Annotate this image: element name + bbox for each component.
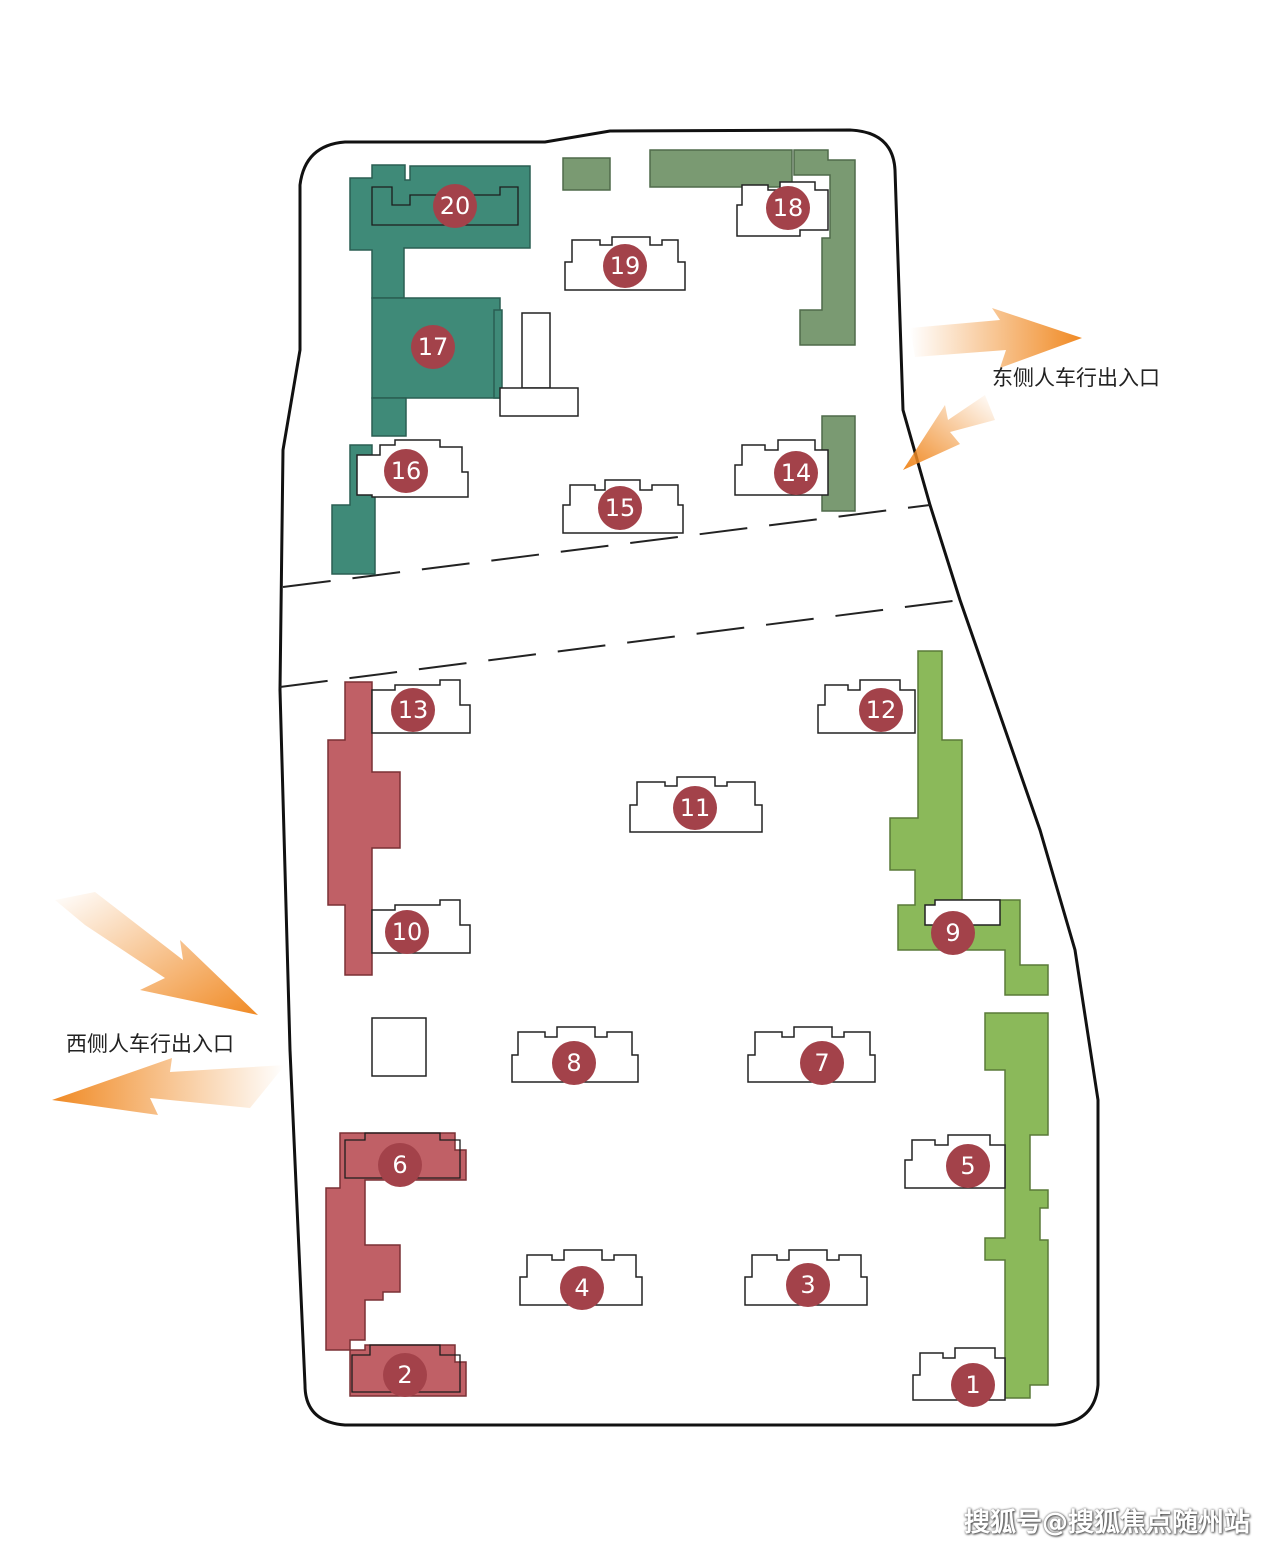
badge-circle (560, 1266, 604, 1310)
badge-circle (385, 910, 429, 954)
west-arrow-in (55, 892, 258, 1015)
badge-circle (859, 688, 903, 732)
west-entrance-arrows (52, 892, 285, 1115)
building-badge-11: 11 (673, 786, 717, 830)
building-badge-5: 5 (946, 1144, 990, 1188)
east-arrow-out (910, 308, 1082, 368)
badge-circle (603, 244, 647, 288)
building-badge-20: 20 (433, 184, 477, 228)
badge-circle (951, 1363, 995, 1407)
zone-green (889, 650, 1049, 1399)
east-entrance-arrows (903, 308, 1082, 470)
building-number: 2 (397, 1361, 412, 1389)
building-number: 8 (566, 1049, 581, 1077)
building-badge-9: 9 (931, 911, 975, 955)
badge-circle (384, 449, 428, 493)
badge-circle (800, 1041, 844, 1085)
building-number: 14 (781, 459, 812, 487)
building-badge-2: 2 (383, 1353, 427, 1397)
east-arrow-in (903, 395, 995, 470)
badge-circle (383, 1353, 427, 1397)
building-badge-19: 19 (603, 244, 647, 288)
zone-teal (331, 164, 531, 575)
badge-circle (786, 1263, 830, 1307)
building-badge-7: 7 (800, 1041, 844, 1085)
building-number: 19 (610, 252, 641, 280)
badge-circle (411, 325, 455, 369)
building-number: 17 (418, 333, 449, 361)
building-number: 3 (800, 1271, 815, 1299)
building-number: 6 (392, 1151, 407, 1179)
badge-circle (391, 688, 435, 732)
building-number: 16 (391, 457, 422, 485)
building-badge-14: 14 (774, 451, 818, 495)
building-number: 10 (392, 918, 423, 946)
badge-circle (946, 1144, 990, 1188)
building-number: 12 (866, 696, 897, 724)
site-boundary (278, 128, 1100, 1427)
west-arrow-out (52, 1058, 285, 1115)
building-badge-13: 13 (391, 688, 435, 732)
east-entrance-label: 东侧人车行出入口 (992, 366, 1160, 390)
badge-circle (673, 786, 717, 830)
building-number: 11 (680, 794, 711, 822)
road-edge-north (282, 504, 931, 588)
building-number: 4 (574, 1274, 589, 1302)
building-badge-12: 12 (859, 688, 903, 732)
badge-circle (931, 911, 975, 955)
building-number: 18 (773, 194, 804, 222)
building-badge-8: 8 (552, 1041, 596, 1085)
building-badge-18: 18 (766, 186, 810, 230)
building-badge-17: 17 (411, 325, 455, 369)
building-badge-6: 6 (378, 1143, 422, 1187)
building-badge-3: 3 (786, 1263, 830, 1307)
badge-circle (766, 186, 810, 230)
building-badge-10: 10 (385, 910, 429, 954)
watermark: 搜狐号@搜狐焦点随州站 (963, 1508, 1250, 1538)
building-badge-1: 1 (951, 1363, 995, 1407)
building-number: 15 (605, 494, 636, 522)
west-entrance-label: 西侧人车行出入口 (66, 1032, 234, 1056)
badge-circle (552, 1041, 596, 1085)
building-number: 9 (945, 919, 960, 947)
building-badge-15: 15 (598, 486, 642, 530)
building-number: 1 (965, 1371, 980, 1399)
building-number: 20 (440, 192, 471, 220)
building-badge-4: 4 (560, 1266, 604, 1310)
road-edge-south (279, 599, 961, 688)
building-badge-16: 16 (384, 449, 428, 493)
badge-circle (598, 486, 642, 530)
badge-circle (378, 1143, 422, 1187)
badge-circle (774, 451, 818, 495)
building-number: 7 (814, 1049, 829, 1077)
building-number: 5 (960, 1152, 975, 1180)
badge-circle (433, 184, 477, 228)
building-number: 13 (398, 696, 429, 724)
